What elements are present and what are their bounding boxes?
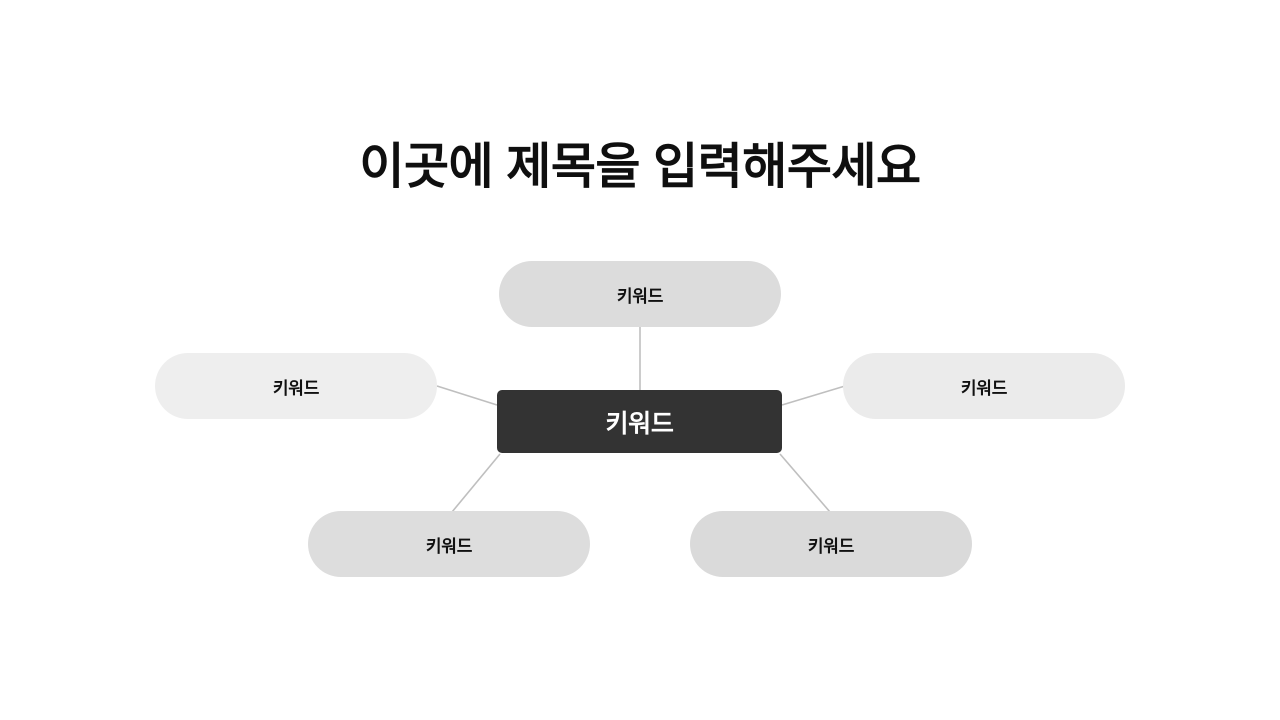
connector-center-bottom-left (451, 453, 501, 513)
mindmap-node-bottom-left[interactable]: 키워드 (308, 511, 590, 577)
connector-center-right (781, 385, 846, 406)
mindmap-node-center[interactable]: 키워드 (497, 390, 782, 453)
mindmap-node-center-label: 키워드 (605, 409, 674, 438)
mindmap-node-bottom-right-label: 키워드 (807, 536, 855, 556)
mindmap-node-top-label: 키워드 (616, 286, 664, 306)
mindmap-node-top[interactable]: 키워드 (499, 261, 781, 327)
mindmap-node-right-label: 키워드 (960, 378, 1008, 398)
page-title[interactable]: 이곳에 제목을 입력해주세요 (359, 140, 921, 194)
connector-center-left (436, 385, 498, 406)
connector-center-bottom-right (779, 453, 831, 513)
mindmap-node-bottom-right[interactable]: 키워드 (690, 511, 972, 577)
mindmap-node-bottom-left-label: 키워드 (425, 536, 473, 556)
mindmap-node-left[interactable]: 키워드 (155, 353, 437, 419)
mindmap-node-right[interactable]: 키워드 (843, 353, 1125, 419)
mindmap-node-left-label: 키워드 (272, 378, 320, 398)
